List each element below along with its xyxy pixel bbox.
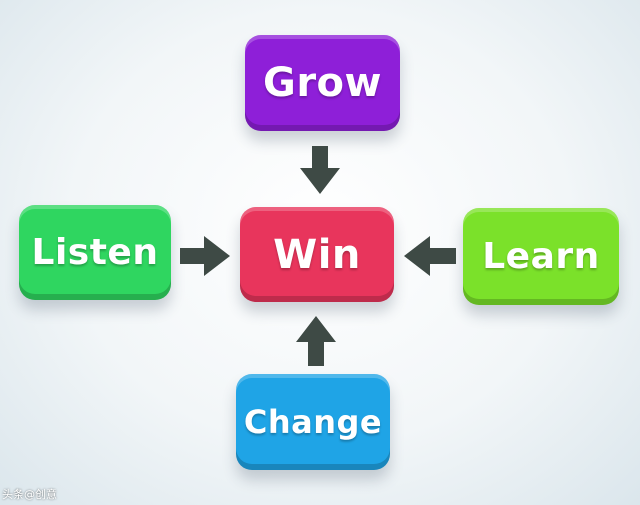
change-label: Change (243, 403, 383, 441)
change-node: Change (236, 374, 390, 470)
listen-node: Listen (19, 205, 171, 300)
grow-node: Grow (245, 35, 400, 131)
watermark: 头条@创意 (2, 488, 57, 501)
arrow-down-icon (300, 146, 340, 194)
listen-label: Listen (31, 232, 159, 273)
learn-node: Learn (463, 208, 619, 305)
win-label: Win (273, 231, 361, 278)
arrow-right-icon (180, 236, 230, 276)
win-center-node: Win (240, 207, 394, 302)
arrow-up-icon (296, 316, 336, 366)
arrow-left-icon (404, 236, 456, 276)
grow-label: Grow (263, 60, 382, 106)
learn-label: Learn (482, 236, 600, 277)
